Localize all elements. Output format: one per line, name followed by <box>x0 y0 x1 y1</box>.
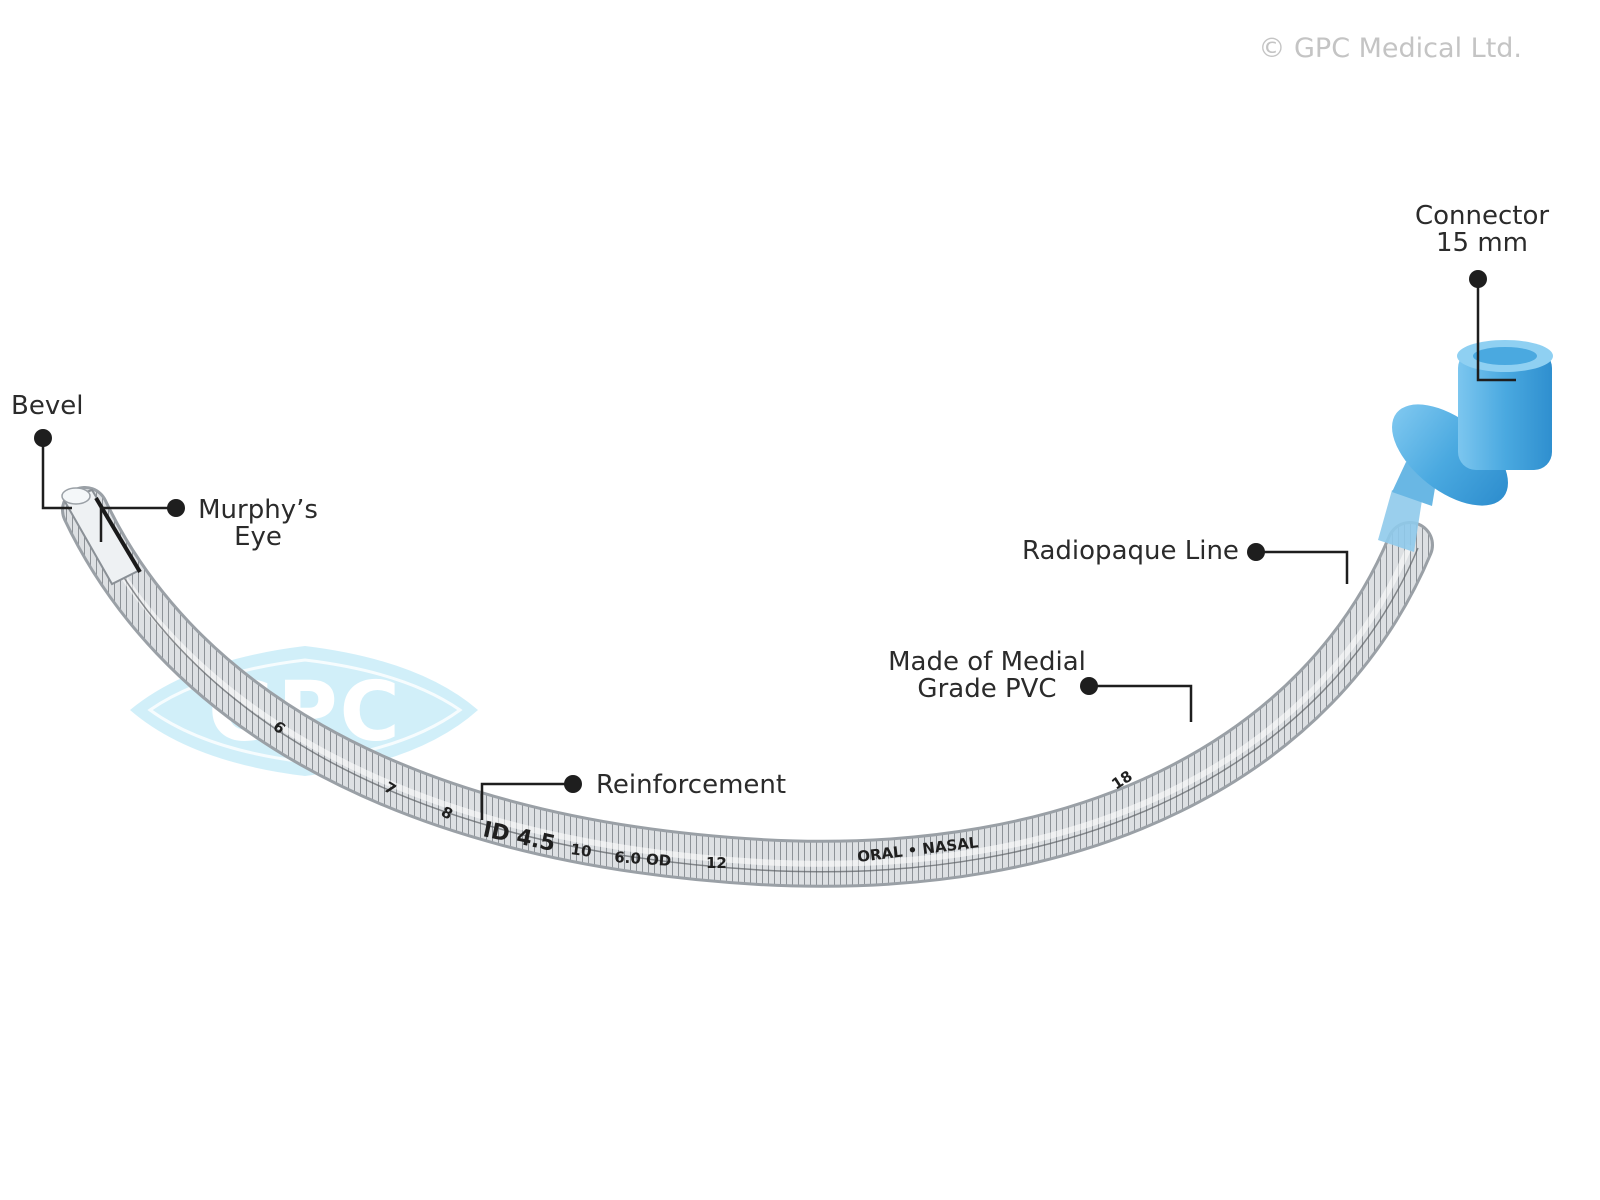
bevel-label: Bevel <box>11 391 83 421</box>
connector-leader-line <box>1476 279 1516 382</box>
radiopaque-leader-line <box>1256 550 1349 584</box>
tube-body <box>61 486 1434 888</box>
murphys-eye-label-line2: Eye <box>234 522 282 552</box>
bevel-callout: Bevel <box>11 391 83 510</box>
depth-mark: 10 <box>569 840 592 861</box>
connector-label-line2: 15 mm <box>1436 228 1528 258</box>
connector-15mm <box>1378 340 1553 552</box>
connector-label-line1: Connector <box>1415 201 1549 231</box>
tube-od-size: 6.0 OD <box>614 848 672 870</box>
radiopaque-callout: Radiopaque Line <box>1022 536 1349 584</box>
connector-callout: Connector 15 mm <box>1415 201 1549 382</box>
reinforcement-leader-line <box>480 782 573 820</box>
murphys-eye-callout: Murphy’s Eye <box>99 495 318 552</box>
bevel-leader-line <box>41 438 72 510</box>
depth-mark: 12 <box>706 854 727 872</box>
material-callout: Made of Medial Grade PVC <box>888 647 1193 722</box>
radiopaque-label: Radiopaque Line <box>1022 536 1239 566</box>
material-label-line2: Grade PVC <box>917 674 1056 704</box>
murphys-eye-label-line1: Murphy’s <box>198 495 318 525</box>
reinforcement-callout: Reinforcement <box>480 770 786 820</box>
reinforcement-label: Reinforcement <box>596 770 786 800</box>
murphys-eye-leader-line <box>99 506 176 542</box>
copyright-text: © GPC Medical Ltd. <box>1258 33 1522 64</box>
material-leader-line <box>1089 684 1193 722</box>
material-label-line1: Made of Medial <box>888 647 1086 677</box>
